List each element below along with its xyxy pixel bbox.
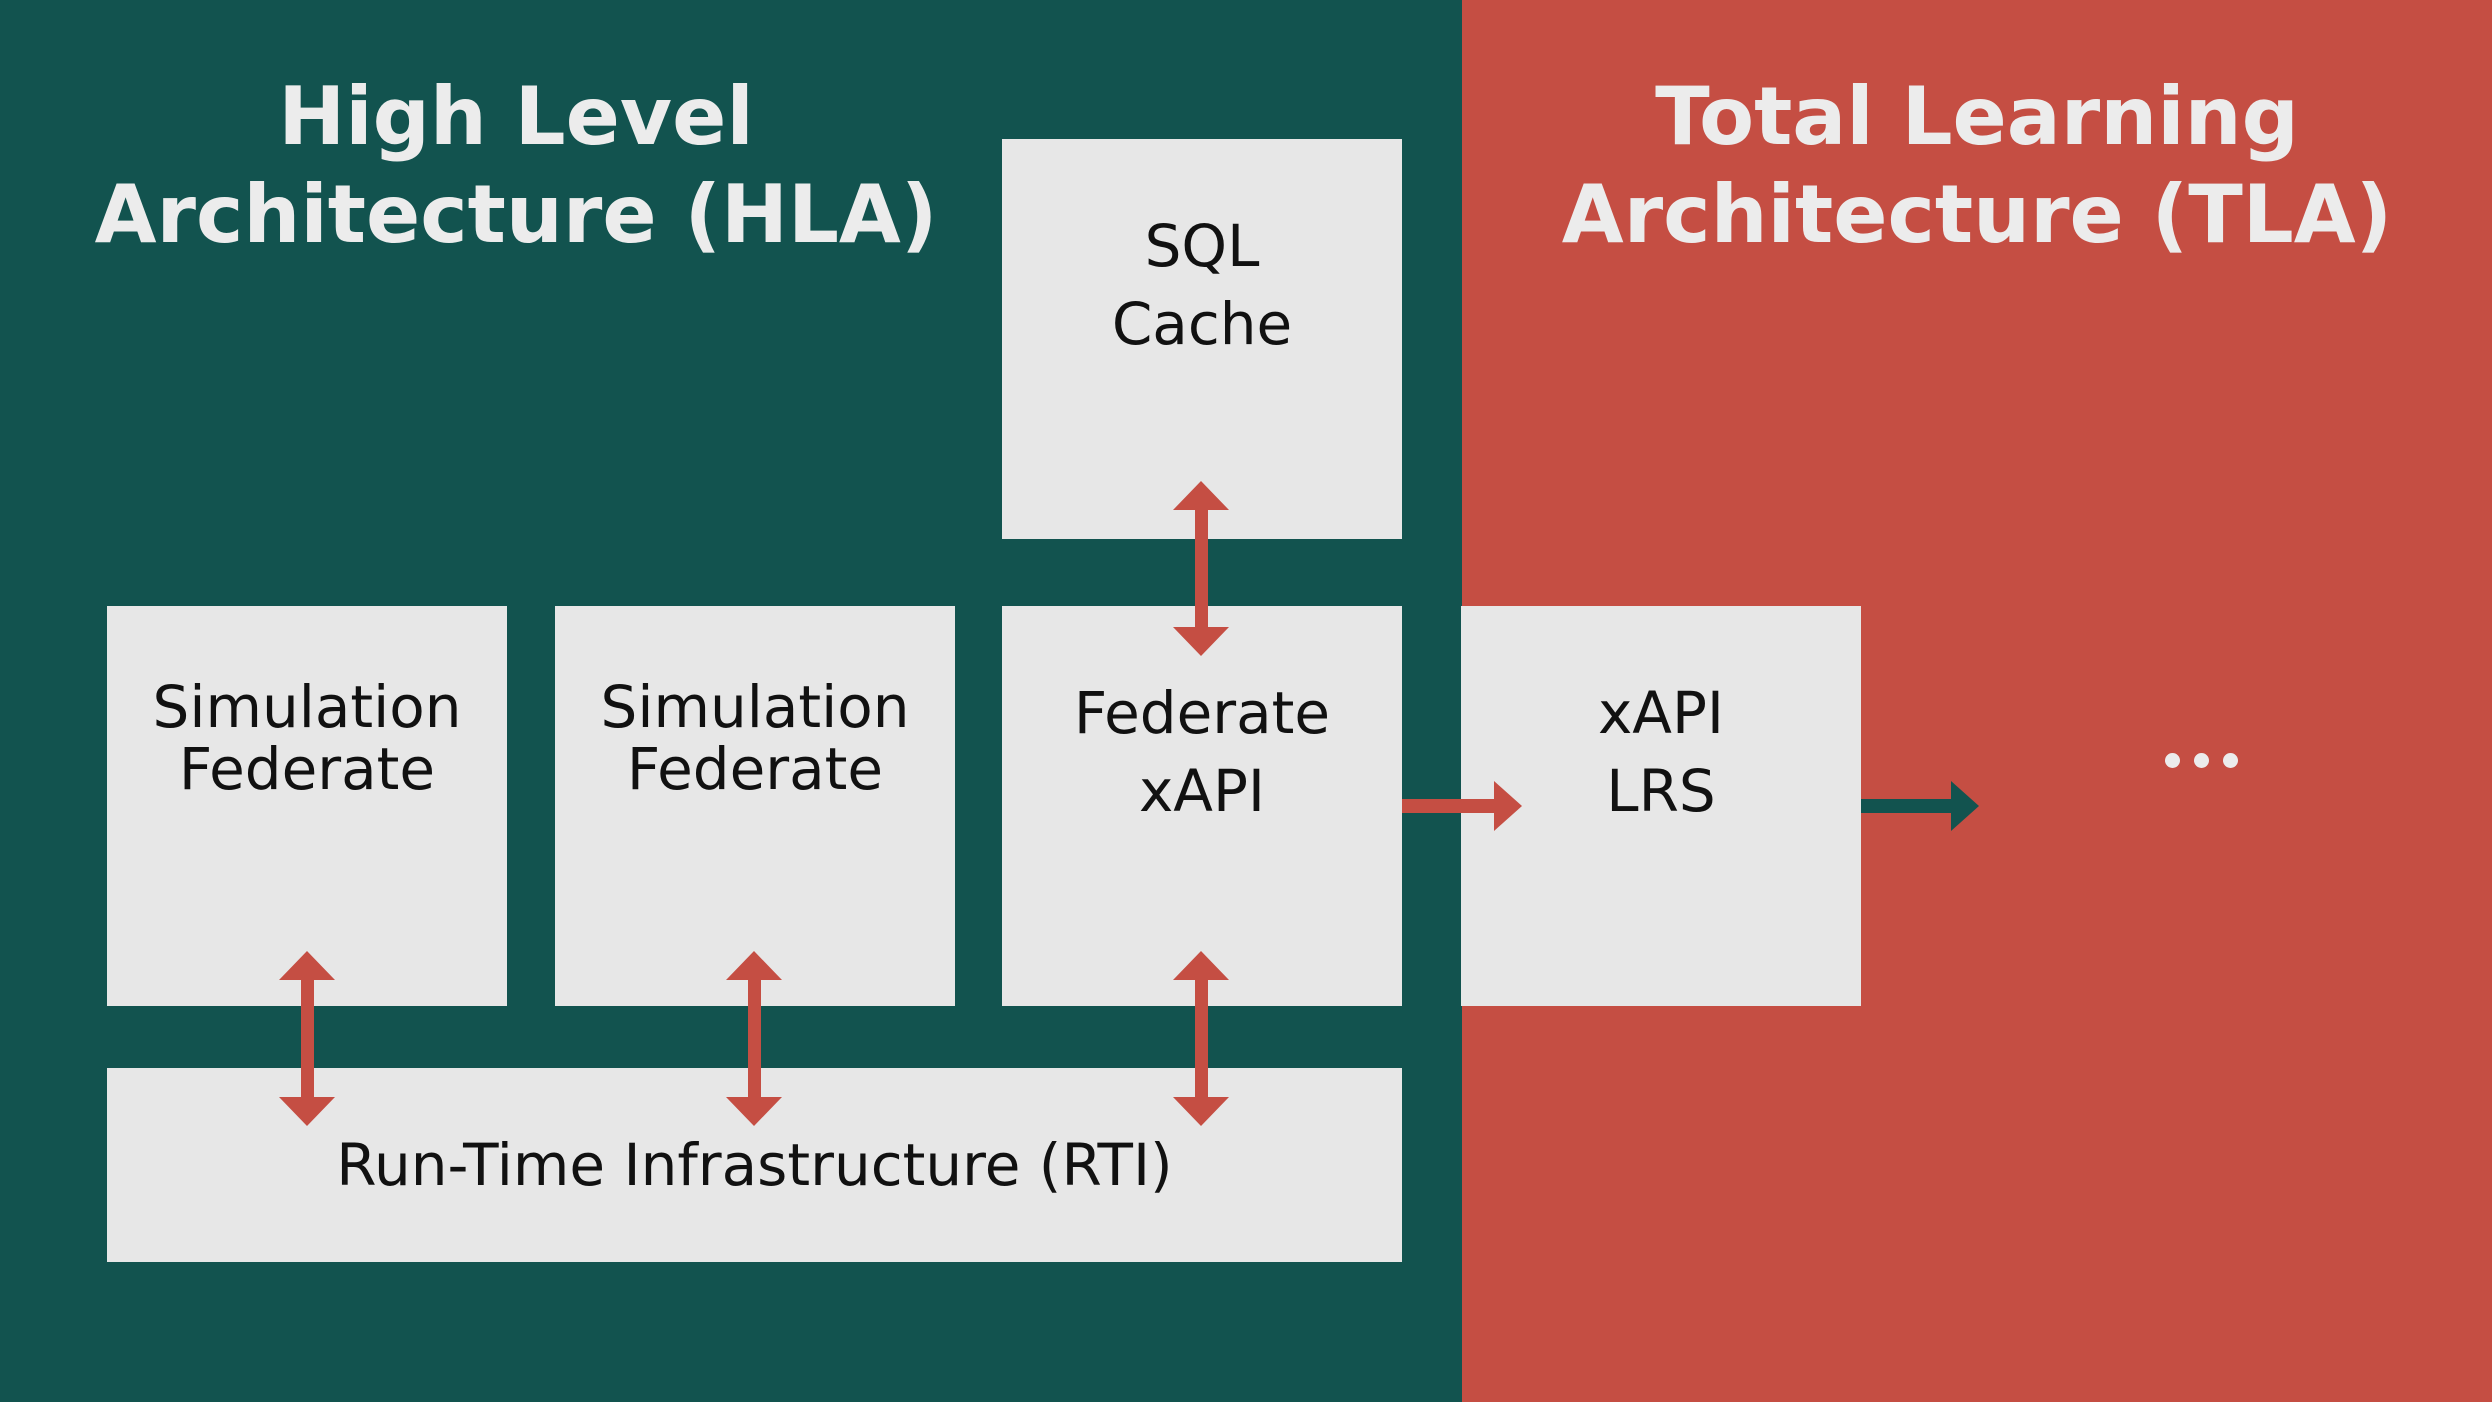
federate-xapi-rti-arrow <box>1173 951 1229 1126</box>
simulation-federate-box-1: Simulation Federate <box>107 606 507 1006</box>
sql-cache-box: SQL Cache <box>1002 139 1402 539</box>
simulation-federate-2-rti-arrow <box>726 951 782 1126</box>
xapi-lrs-line2: LRS <box>1606 757 1716 825</box>
simulation-federate-2-line1: Simulation <box>600 673 910 741</box>
xapi-lrs-line1: xAPI <box>1597 679 1725 747</box>
simulation-federate-box-2: Simulation Federate <box>555 606 955 1006</box>
tla-title-line2: Architecture (TLA) <box>1561 168 2393 261</box>
sql-cache-line2: Cache <box>1111 290 1293 358</box>
simulation-federate-1-rti-arrow <box>279 951 335 1126</box>
simulation-federate-1-line2: Federate <box>178 735 436 803</box>
lrs-to-continuation-arrow <box>1861 781 1979 831</box>
hla-title-line2: Architecture (HLA) <box>94 168 938 261</box>
hla-title-line1: High Level <box>278 70 754 163</box>
sql-cache-line1: SQL <box>1144 212 1260 280</box>
simulation-federate-2-line2: Federate <box>626 735 884 803</box>
federate-xapi-line2: xAPI <box>1138 757 1266 825</box>
federate-to-lrs-arrow <box>1402 781 1522 831</box>
hla-title: High Level Architecture (HLA) <box>60 68 972 264</box>
tla-title: Total Learning Architecture (TLA) <box>1462 68 2492 264</box>
rti-label: Run-Time Infrastructure (RTI) <box>336 1131 1173 1199</box>
simulation-federate-1-line1: Simulation <box>152 673 462 741</box>
sql-federate-arrow <box>1173 481 1229 656</box>
federate-xapi-box: Federate xAPI <box>1002 606 1402 1006</box>
ellipsis-icon <box>2165 740 2255 780</box>
tla-title-line1: Total Learning <box>1655 70 2299 163</box>
xapi-lrs-box: xAPI LRS <box>1461 606 1861 1006</box>
federate-xapi-line1: Federate <box>1073 679 1331 747</box>
